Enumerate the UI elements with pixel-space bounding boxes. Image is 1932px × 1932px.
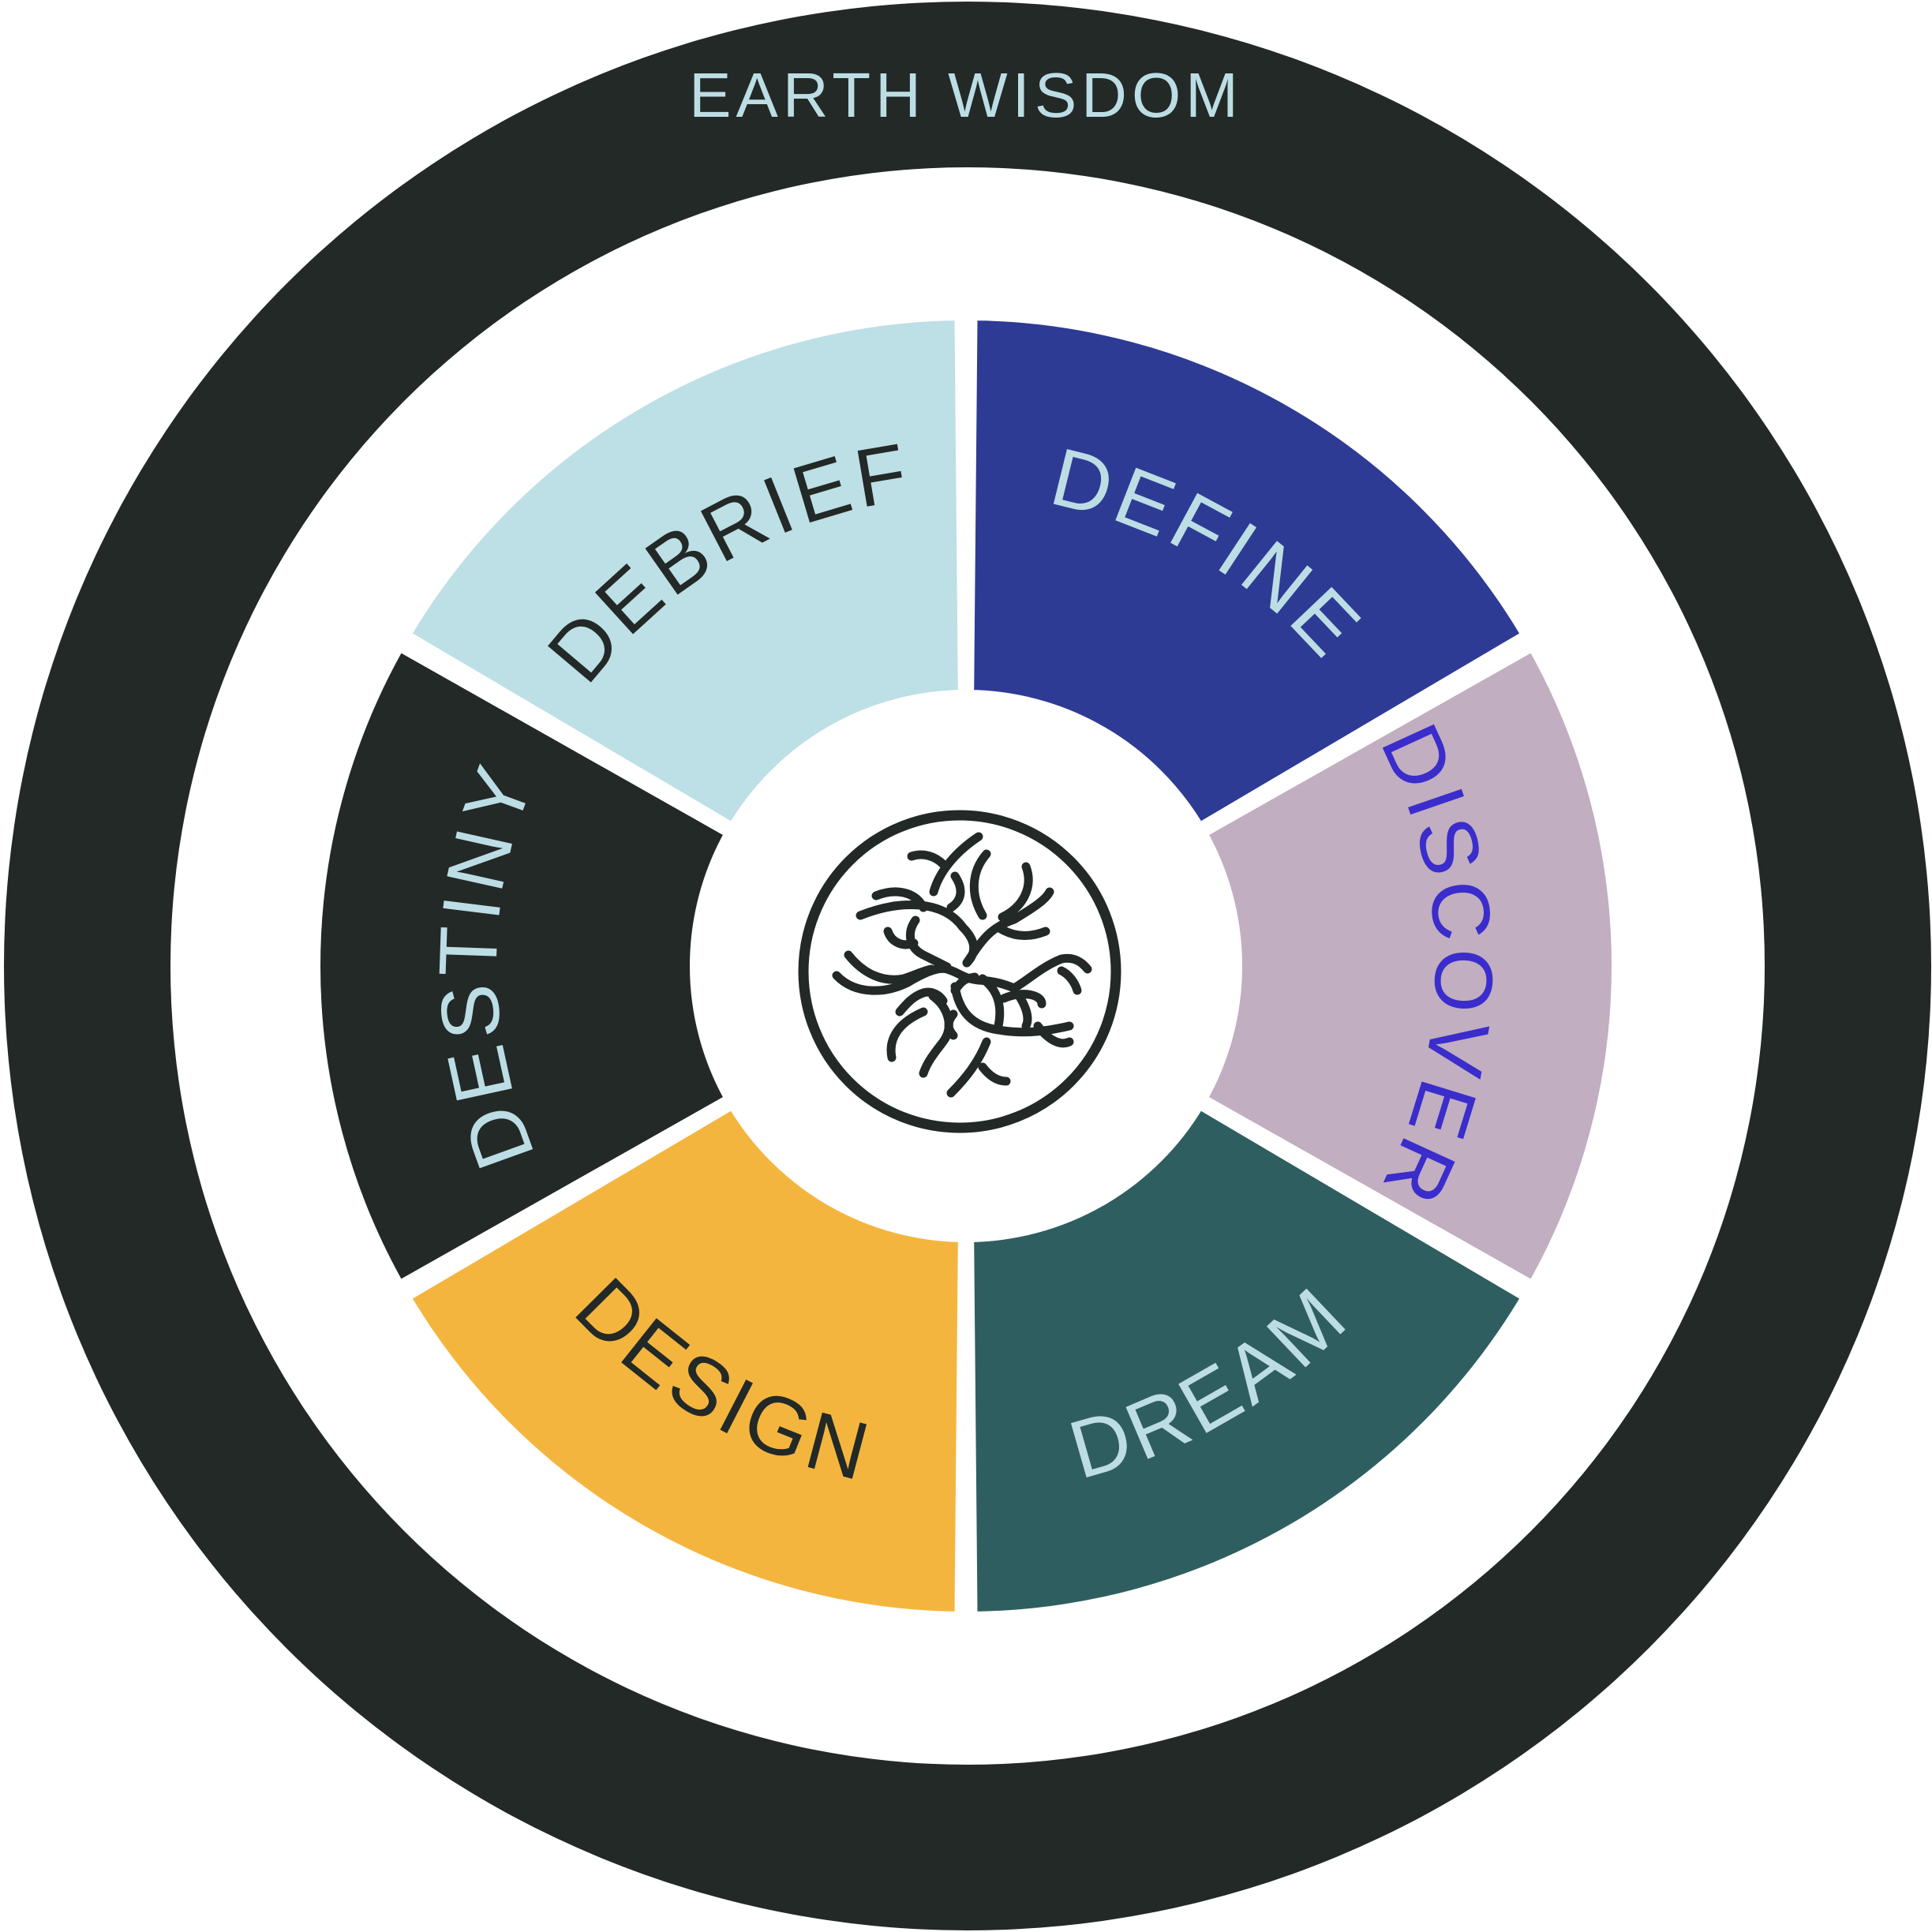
segment-discover (1194, 638, 1623, 1294)
segment-dream (963, 1095, 1535, 1623)
segment-define (963, 309, 1535, 837)
roots-emblem-icon (798, 810, 1121, 1133)
outer-ring-label: EARTH WISDOM (689, 60, 1243, 130)
segment-destiny (309, 638, 738, 1294)
segment-design (397, 1095, 969, 1623)
segment-debrief (397, 309, 969, 837)
